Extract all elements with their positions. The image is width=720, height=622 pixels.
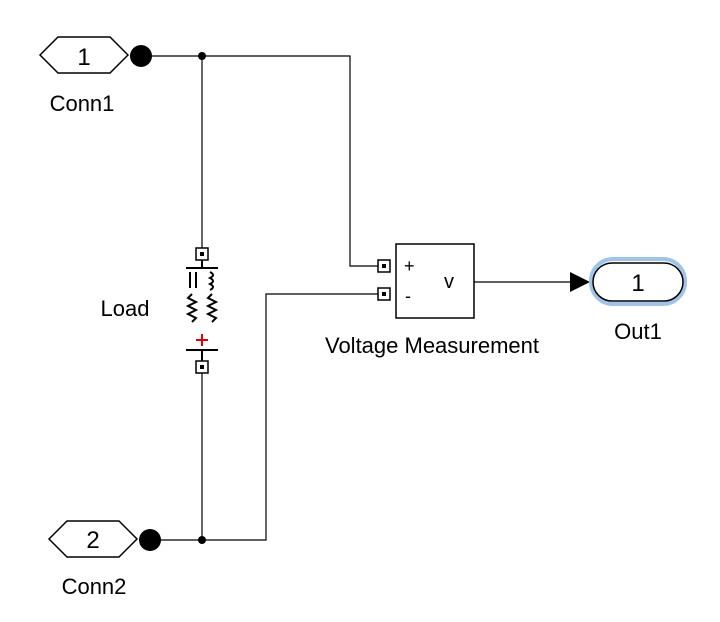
conn1-port-shape[interactable] (38, 36, 130, 74)
load-block[interactable]: Load (101, 247, 219, 374)
junction-dot-bottom (198, 536, 206, 544)
conn2-block[interactable]: 2 Conn2 (47, 520, 161, 599)
load-red-mark-icon (196, 334, 208, 346)
conn1-block[interactable]: 1 Conn1 (38, 36, 152, 116)
out1-block[interactable]: 1 Out1 (589, 257, 687, 344)
vm-plus-terminal-dot (382, 264, 386, 268)
load-bottom-terminal-dot (200, 365, 204, 369)
conn2-terminal-icon (139, 529, 161, 551)
out1-selection-highlight (589, 257, 687, 306)
rlc-load-icon (185, 260, 219, 361)
vm-minus-label: - (405, 286, 411, 306)
load-top-terminal-dot (200, 252, 204, 256)
out1-port-shape[interactable] (592, 262, 684, 302)
conn1-port-number: 1 (77, 44, 90, 71)
out1-arrowhead (570, 272, 590, 292)
load-label: Load (101, 296, 150, 321)
conn1-terminal-icon (130, 45, 152, 67)
wire-conn2-bus[interactable] (150, 293, 378, 541)
vm-block-body[interactable] (395, 243, 475, 319)
out1-port-number: 1 (631, 270, 644, 297)
voltage-measurement-block[interactable]: + - v Voltage Measurement (325, 243, 539, 358)
conn2-port-number: 2 (86, 527, 99, 554)
vm-output-label: v (444, 271, 454, 293)
vm-minus-terminal-dot (382, 292, 386, 296)
out1-label: Out1 (614, 319, 662, 344)
voltage-measurement-label: Voltage Measurement (325, 333, 539, 358)
junction-dot-top (198, 52, 206, 60)
conn2-port-shape[interactable] (47, 520, 139, 558)
conn1-label: Conn1 (50, 91, 115, 116)
conn2-label: Conn2 (62, 574, 127, 599)
wires (141, 55, 570, 541)
wire-conn1-bus[interactable] (141, 55, 378, 267)
vm-plus-label: + (404, 256, 415, 276)
